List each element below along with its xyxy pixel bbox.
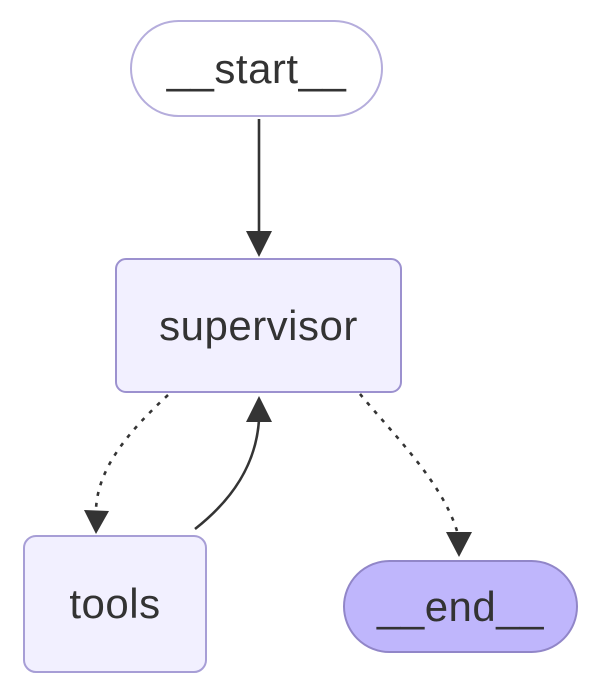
- arrowhead-down-icon: [84, 510, 109, 534]
- edge-supervisor-to-end: [358, 393, 472, 557]
- node-end-label: __end__: [376, 582, 544, 630]
- arrowhead-up-icon: [246, 396, 272, 422]
- node-supervisor-label: supervisor: [159, 301, 358, 349]
- node-supervisor: supervisor: [115, 258, 402, 393]
- node-start-label: __start__: [166, 44, 347, 92]
- edge-start-to-supervisor: [246, 119, 272, 257]
- node-tools: tools: [23, 535, 207, 673]
- edge-tools-to-supervisor: [194, 396, 272, 531]
- node-tools-label: tools: [69, 580, 161, 627]
- node-end: __end__: [343, 560, 578, 653]
- node-start: __start__: [130, 20, 383, 117]
- arrowhead-down-icon: [446, 532, 472, 557]
- edge-supervisor-to-tools: [84, 394, 169, 534]
- arrowhead-down-icon: [246, 231, 272, 257]
